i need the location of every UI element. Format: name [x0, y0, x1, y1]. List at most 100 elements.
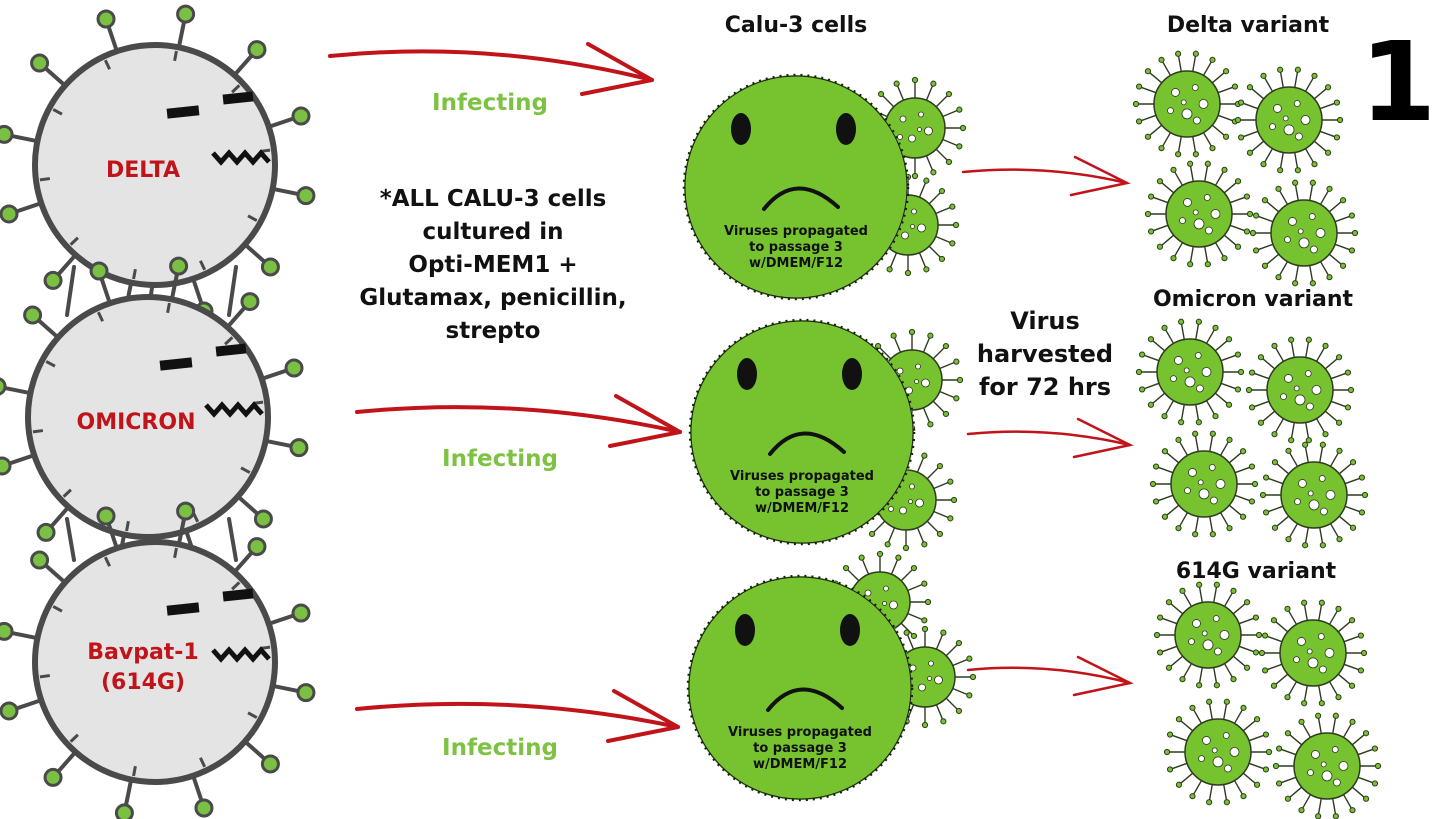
spike-tip — [1187, 160, 1194, 167]
particle-spot — [1183, 367, 1190, 374]
culture-note-line: Opti-MEM1 + — [408, 252, 577, 278]
cell-caption-line: w/DMEM/F12 — [755, 501, 849, 516]
spike-tip — [877, 90, 885, 98]
spike-tip — [1284, 694, 1291, 701]
spike-tip — [1189, 704, 1196, 711]
spike-tip — [930, 169, 937, 176]
spike-tip — [942, 342, 950, 350]
spike-tip — [1237, 134, 1245, 141]
particle-spot — [1306, 648, 1313, 655]
particle-spot — [1320, 761, 1327, 768]
arrow-shaft — [328, 49, 654, 82]
particle-spot — [1179, 217, 1186, 225]
spike-tip — [1336, 116, 1344, 124]
spike-tip — [1262, 474, 1270, 481]
texture-tick — [247, 214, 258, 222]
spike-tip — [0, 124, 14, 144]
spike-tip — [1361, 491, 1369, 499]
spike-tip — [1262, 509, 1270, 516]
spike-tip — [1252, 247, 1260, 254]
particle-spot — [1338, 761, 1349, 771]
spike-tip — [1347, 386, 1355, 394]
spike-tip — [1322, 431, 1329, 438]
spike-tip — [1175, 50, 1182, 57]
spike-tip — [1204, 261, 1211, 268]
spike-tip — [1348, 617, 1356, 624]
texture-tick — [69, 236, 79, 246]
spike-tip — [924, 598, 932, 606]
spike-tip — [1349, 807, 1356, 814]
arrow-icon — [966, 417, 1134, 459]
culture-note-line: Glutamax, penicillin, — [359, 285, 626, 311]
spike-tip — [1221, 166, 1228, 173]
arrow-head — [1072, 655, 1134, 697]
variant-title-delta: Delta variant — [1167, 13, 1330, 38]
spike-tip — [1271, 459, 1279, 466]
spike-tip — [1265, 748, 1273, 756]
virus-particle-icon — [1259, 441, 1369, 549]
spike-tip — [0, 456, 12, 476]
mouth — [211, 646, 271, 663]
particle-body — [1170, 450, 1238, 518]
spike-tip — [1209, 145, 1216, 152]
particle-spot — [1317, 633, 1325, 640]
spike-tip — [1285, 447, 1292, 454]
particle-spot — [1229, 747, 1240, 757]
spike-tip — [1204, 160, 1211, 167]
spike-tip — [1231, 83, 1239, 90]
spike-tip — [927, 332, 934, 339]
particle-spot — [1294, 498, 1301, 506]
particle-spot — [899, 506, 907, 515]
particle-spot — [908, 499, 913, 504]
spike-tip — [876, 550, 884, 558]
particle-spot — [1315, 228, 1326, 238]
particle-spot — [1269, 123, 1276, 130]
spike-tip — [1138, 386, 1146, 393]
spike-tip — [1262, 731, 1270, 738]
spike-tip — [1147, 336, 1155, 343]
spike-tip — [1292, 280, 1299, 287]
spike-tip — [1319, 542, 1326, 549]
particle-spot — [1192, 619, 1201, 628]
virus-particle-icon — [1153, 581, 1263, 689]
spike-tip — [1271, 431, 1278, 438]
texture-tick — [173, 547, 178, 559]
particle-spot — [917, 223, 926, 233]
spike-tip — [1213, 682, 1220, 689]
particle-spot — [899, 115, 907, 123]
spike-tip — [0, 204, 19, 224]
particle-body — [1165, 180, 1233, 248]
virus-icon — [0, 501, 316, 819]
spike-tip — [1147, 228, 1155, 235]
spike-tip — [1234, 178, 1242, 185]
parent-virus-label: DELTA — [106, 158, 180, 183]
spike-tip — [1161, 448, 1169, 455]
spike-tip — [953, 358, 960, 365]
culture-note: *ALL CALU-3 cells cultured in Opti-MEM1 … — [359, 186, 626, 344]
particle-spot — [1194, 352, 1202, 359]
particle-spot — [927, 676, 932, 681]
spike-tip — [868, 530, 876, 538]
spike-tip — [43, 767, 63, 787]
spike-tip — [89, 261, 109, 281]
spike-tip — [927, 421, 934, 428]
spike-tip — [903, 629, 910, 636]
spike-tip — [96, 9, 116, 29]
arrows — [328, 42, 1134, 743]
spike-tip — [921, 580, 928, 587]
spike-tip — [260, 754, 280, 774]
texture-tick — [231, 84, 241, 94]
spike-tip — [1275, 745, 1283, 752]
spike-tip — [1261, 667, 1269, 674]
spike-tip — [1237, 368, 1245, 376]
spike-tip — [1175, 436, 1182, 443]
particle-spot — [914, 379, 919, 384]
spike-tip — [1152, 498, 1160, 505]
spike-tip — [1230, 587, 1237, 594]
particle-spot — [1203, 194, 1211, 201]
arrow-shaft — [966, 430, 1132, 447]
particle-spot — [1196, 384, 1204, 393]
spike-tip — [1271, 524, 1279, 531]
spike-tip — [1196, 581, 1203, 588]
particle-body — [1174, 601, 1242, 669]
